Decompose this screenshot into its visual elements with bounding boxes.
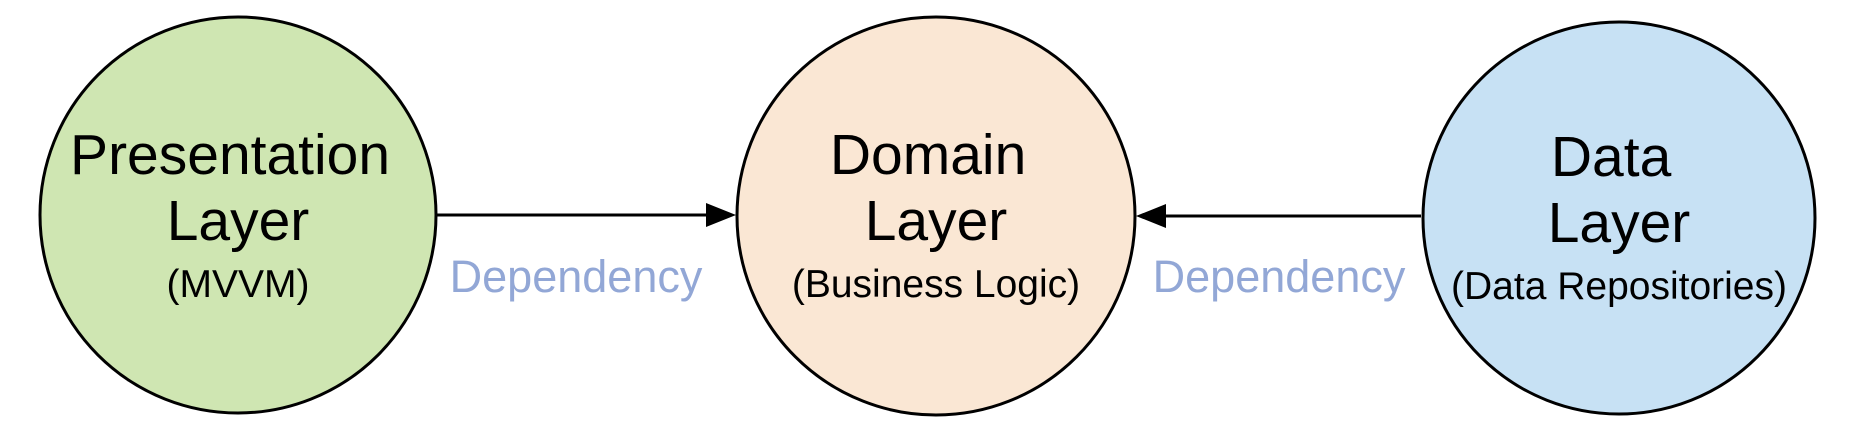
edge-presentation-to-domain: Dependency	[437, 203, 736, 302]
node-data-layer: Data Layer (Data Repositories)	[1421, 20, 1817, 416]
domain-layer-title: Domain Layer	[830, 123, 1042, 253]
edge-data-to-domain: Dependency	[1136, 204, 1421, 302]
arrowhead-right-icon	[706, 203, 736, 227]
presentation-layer-circle	[38, 15, 438, 415]
edge-dependency-label-2: Dependency	[1153, 251, 1406, 302]
data-layer-title-line1: Data	[1551, 125, 1672, 189]
node-presentation-layer: Presentation Layer (MVVM)	[38, 15, 438, 415]
edge-dependency-label-1: Dependency	[450, 251, 703, 302]
presentation-layer-subtitle: (MVVM)	[167, 263, 310, 306]
presentation-layer-title-line2: Layer	[167, 189, 310, 253]
presentation-layer-title-line1: Presentation	[70, 123, 390, 187]
data-layer-circle	[1421, 20, 1817, 416]
domain-layer-circle	[735, 15, 1137, 417]
domain-layer-title-line1: Domain	[830, 123, 1026, 187]
arrowhead-left-icon	[1136, 204, 1166, 228]
domain-layer-title-line2: Layer	[865, 189, 1008, 253]
domain-layer-subtitle: (Business Logic)	[792, 263, 1080, 306]
data-layer-title-line2: Layer	[1548, 191, 1691, 255]
presentation-layer-title: Presentation Layer	[70, 123, 406, 253]
data-layer-subtitle: (Data Repositories)	[1451, 265, 1787, 308]
node-domain-layer: Domain Layer (Business Logic)	[735, 15, 1137, 417]
data-layer-title: Data Layer	[1548, 125, 1691, 255]
